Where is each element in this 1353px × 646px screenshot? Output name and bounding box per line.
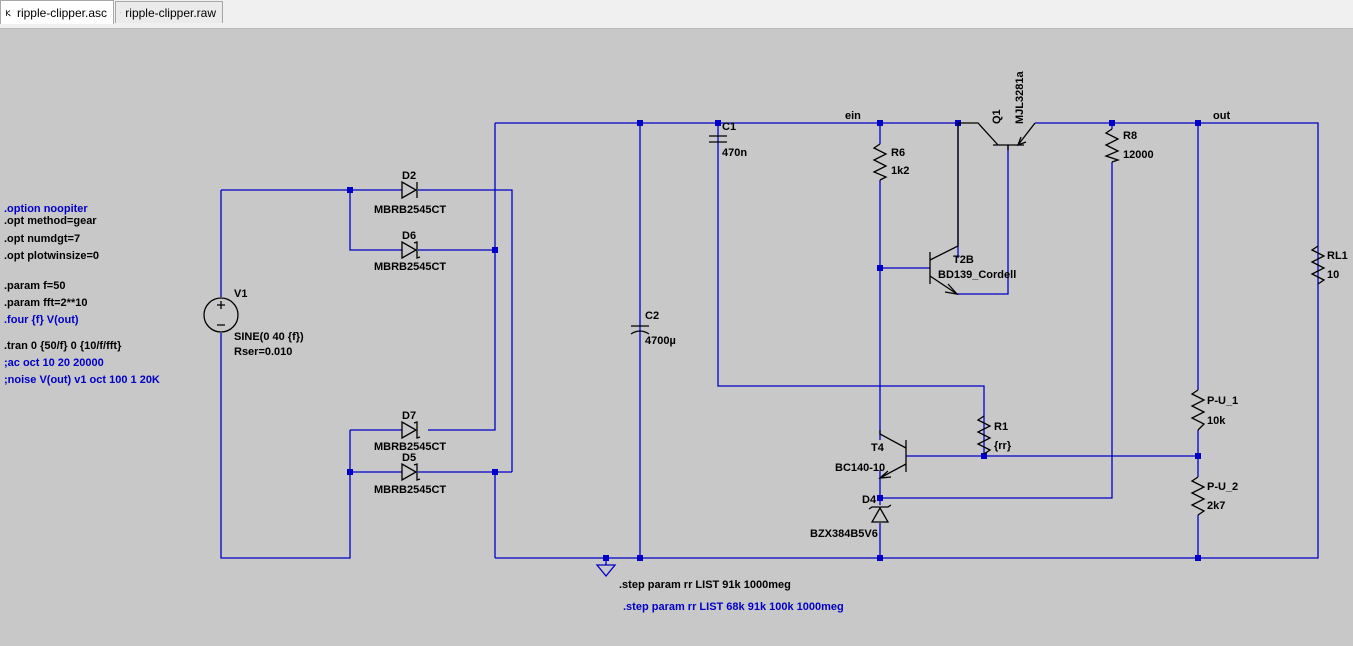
pu2-name[interactable]: P-U_2 — [1207, 481, 1238, 493]
junction-dots — [347, 120, 1201, 561]
rl1-name[interactable]: RL1 — [1327, 250, 1348, 262]
r8-value[interactable]: 12000 — [1123, 149, 1154, 161]
d2-symbol — [401, 180, 418, 200]
r8-name[interactable]: R8 — [1123, 130, 1137, 142]
schematic: .option noopiter .opt method=gear .opt n… — [4, 71, 1348, 613]
directive-line[interactable]: .option noopiter — [4, 203, 88, 215]
q1-symbol — [958, 122, 1036, 150]
directive-line[interactable]: .param f=50 — [4, 280, 65, 292]
t4-name[interactable]: T4 — [871, 442, 885, 454]
schematic-canvas[interactable]: .option noopiter .opt method=gear .opt n… — [0, 29, 1353, 641]
pu2-symbol — [1190, 476, 1206, 516]
v1-name[interactable]: V1 — [234, 288, 247, 300]
rl1-symbol — [1310, 245, 1326, 285]
d7-name[interactable]: D7 — [402, 410, 416, 422]
c1-value[interactable]: 470n — [722, 147, 747, 159]
d7-symbol — [401, 420, 421, 440]
c2-symbol — [630, 325, 650, 335]
c1-symbol — [709, 135, 727, 143]
rl1-value[interactable]: 10 — [1327, 269, 1339, 281]
d4-name[interactable]: D4 — [862, 494, 877, 506]
pu1-symbol — [1190, 389, 1206, 431]
directive-line[interactable]: .opt numdgt=7 — [4, 233, 80, 245]
v1-rser[interactable]: Rser=0.010 — [234, 346, 292, 358]
spice-directives: .option noopiter .opt method=gear .opt n… — [4, 203, 844, 613]
tab-schematic[interactable]: ripple-clipper.asc — [0, 0, 114, 24]
r1-symbol — [976, 415, 992, 455]
d4-value[interactable]: BZX384B5V6 — [810, 528, 878, 540]
c1-name[interactable]: C1 — [722, 121, 736, 133]
d7-value[interactable]: MBRB2545CT — [374, 441, 446, 453]
q1-name[interactable]: Q1 — [991, 109, 1003, 124]
d5-value[interactable]: MBRB2545CT — [374, 484, 446, 496]
d2-value[interactable]: MBRB2545CT — [374, 204, 446, 216]
ground-symbol — [595, 564, 617, 578]
pu2-value[interactable]: 2k7 — [1207, 500, 1225, 512]
net-label-ein[interactable]: ein — [845, 110, 861, 122]
q1-value[interactable]: MJL3281a — [1014, 71, 1026, 124]
v1-symbol — [203, 297, 239, 333]
r1-name[interactable]: R1 — [994, 421, 1008, 433]
component-labels: V1 SINE(0 40 {f}) Rser=0.010 D2 MBRB2545… — [234, 71, 1348, 540]
directive-line[interactable]: ;noise V(out) v1 oct 100 1 20K — [4, 374, 160, 386]
d2-name[interactable]: D2 — [402, 170, 416, 182]
r8-symbol — [1104, 128, 1121, 163]
net-label-out[interactable]: out — [1213, 110, 1230, 122]
directive-line[interactable]: .opt plotwinsize=0 — [4, 250, 99, 262]
tab-label: ripple-clipper.asc — [16, 5, 107, 20]
components — [203, 122, 1326, 523]
d6-symbol — [401, 240, 421, 260]
tab-bar: ripple-clipper.asc ripple-clipper.raw — [0, 0, 1353, 29]
c2-value[interactable]: 4700µ — [645, 335, 676, 347]
schematic-icon — [6, 9, 11, 16]
directive-line[interactable]: .four {f} V(out) — [4, 314, 79, 326]
wires — [220, 122, 1319, 565]
d5-name[interactable]: D5 — [402, 452, 416, 464]
t2b-name[interactable]: T2B — [953, 254, 974, 266]
d6-value[interactable]: MBRB2545CT — [374, 261, 446, 273]
pu1-value[interactable]: 10k — [1207, 415, 1226, 427]
directive-line[interactable]: .tran 0 {50/f} 0 {10/f/fft} — [4, 340, 122, 352]
tab-waveform[interactable]: ripple-clipper.raw — [115, 1, 223, 23]
pu1-name[interactable]: P-U_1 — [1207, 395, 1238, 407]
d4-symbol — [868, 504, 892, 523]
r1-value[interactable]: {rr} — [994, 440, 1012, 452]
t4-symbol — [878, 430, 907, 479]
t4-value[interactable]: BC140-10 — [835, 462, 885, 474]
tab-label: ripple-clipper.raw — [125, 5, 216, 20]
waveform-icon — [120, 11, 122, 14]
step-directive[interactable]: .step param rr LIST 68k 91k 100k 1000meg — [623, 601, 844, 613]
d5-symbol — [401, 462, 421, 482]
r6-symbol — [872, 143, 888, 181]
c2-name[interactable]: C2 — [645, 310, 659, 322]
directive-line[interactable]: .param fft=2**10 — [4, 297, 87, 309]
d6-name[interactable]: D6 — [402, 230, 416, 242]
r6-name[interactable]: R6 — [891, 147, 905, 159]
v1-value[interactable]: SINE(0 40 {f}) — [234, 331, 304, 343]
directive-line[interactable]: ;ac oct 10 20 20000 — [4, 357, 104, 369]
r6-value[interactable]: 1k2 — [891, 165, 909, 177]
step-directive[interactable]: .step param rr LIST 91k 1000meg — [619, 579, 791, 591]
directive-line[interactable]: .opt method=gear — [4, 215, 97, 227]
t2b-symbol — [929, 123, 959, 295]
t2b-value[interactable]: BD139_Cordell — [938, 269, 1016, 281]
